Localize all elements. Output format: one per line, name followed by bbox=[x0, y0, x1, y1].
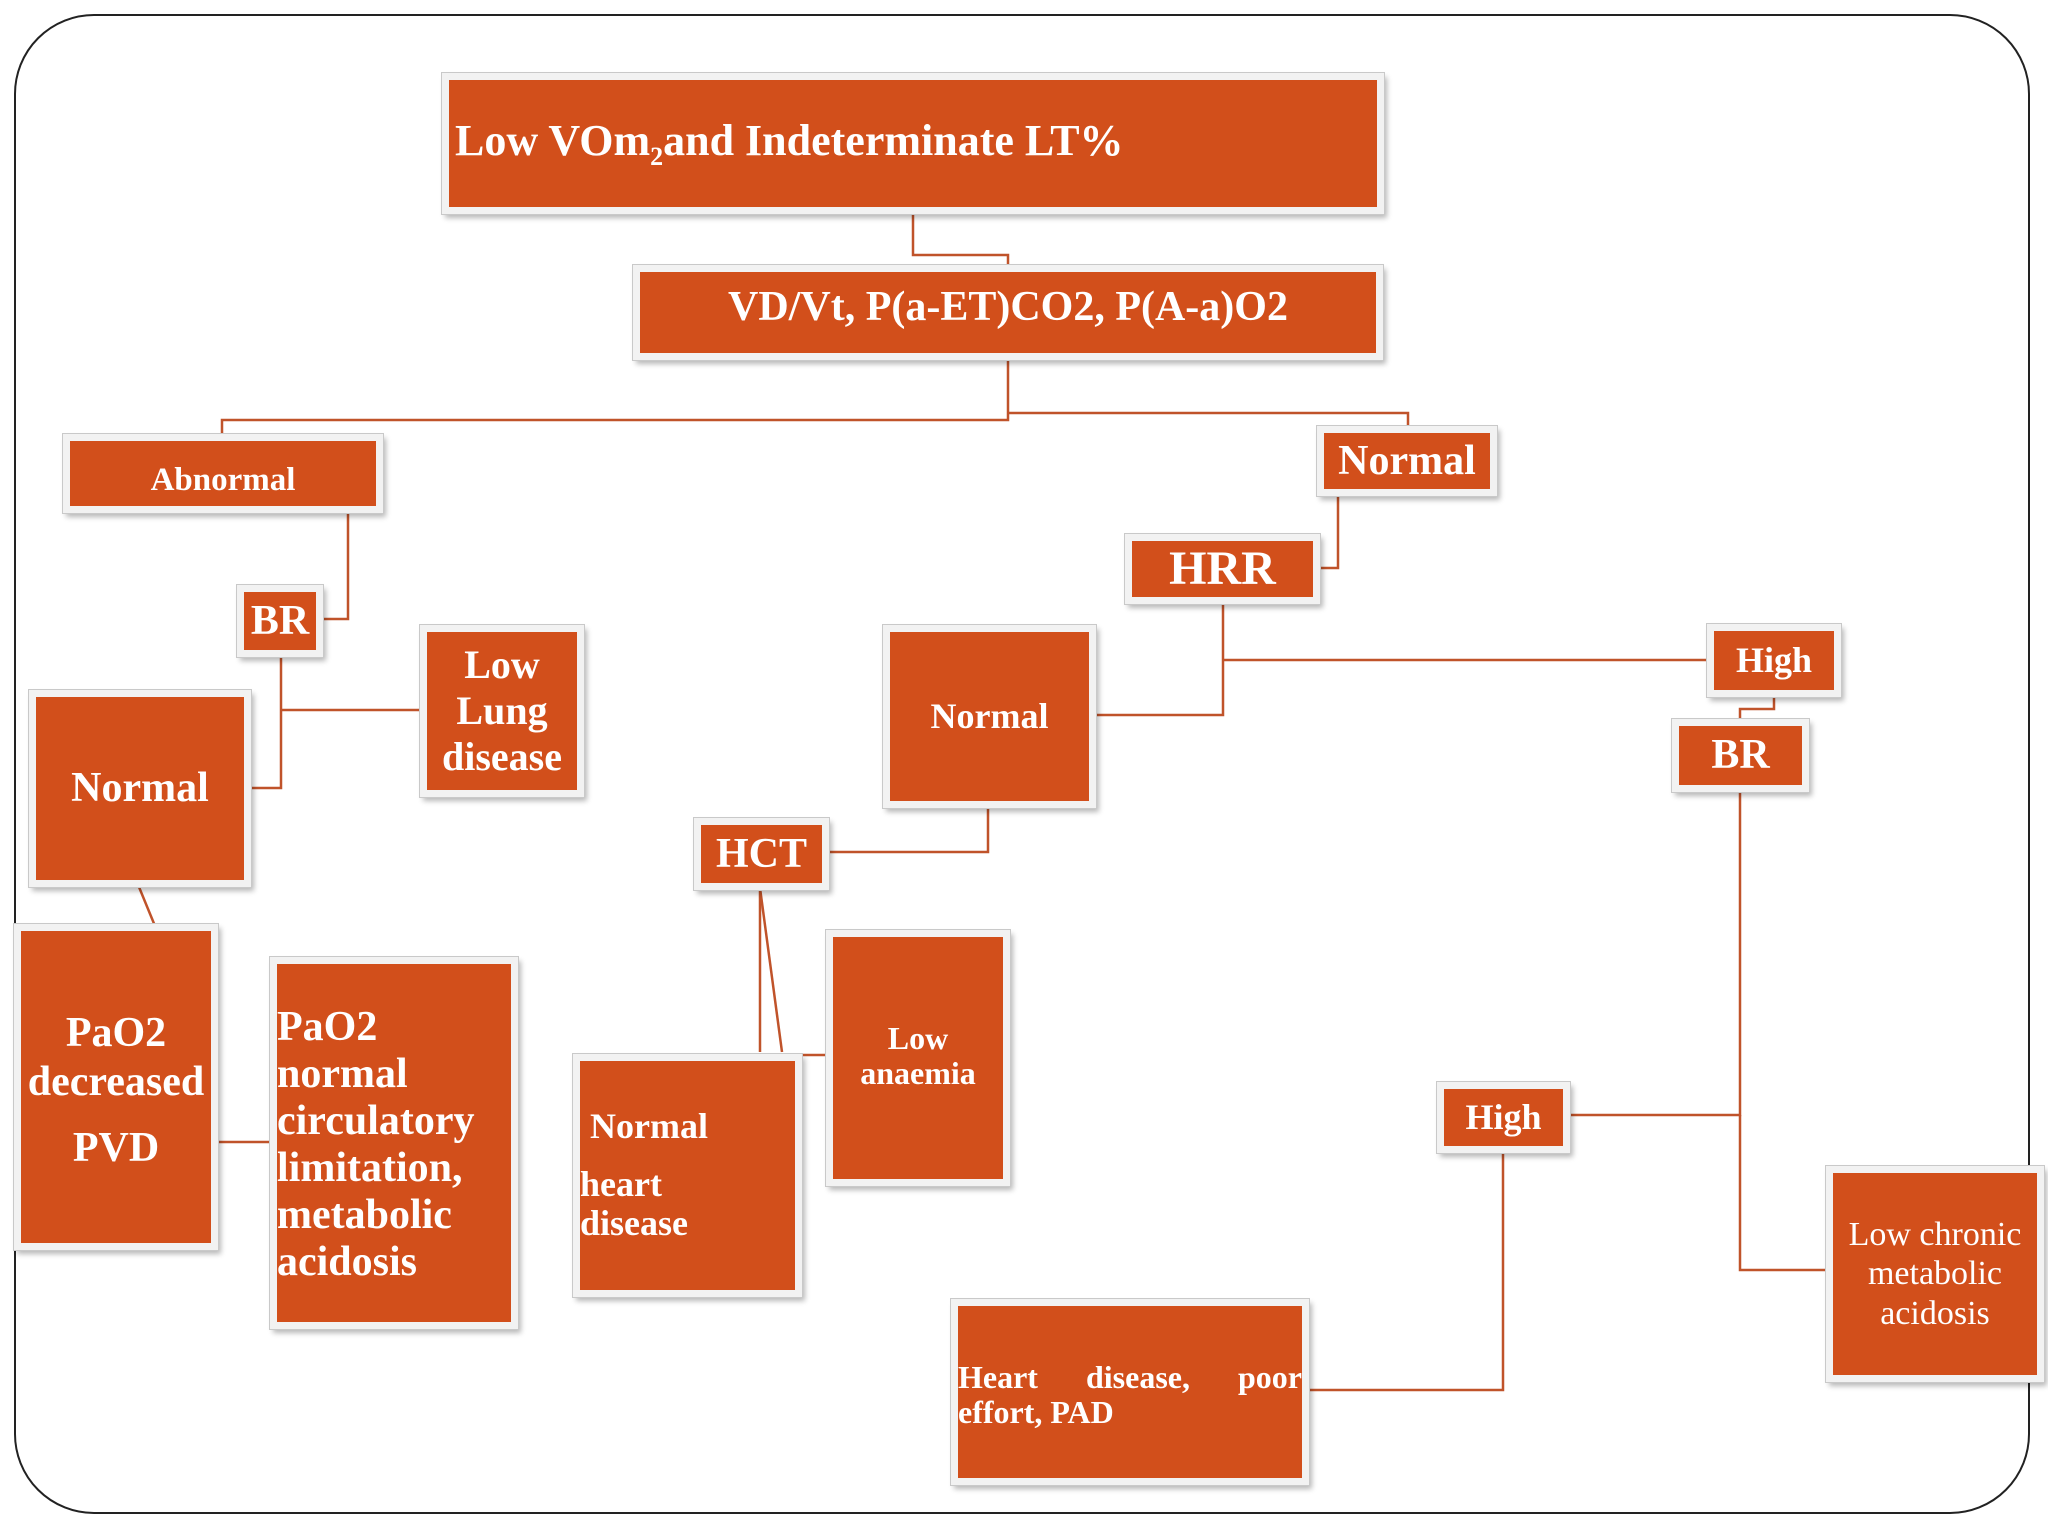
pao2-decreased-line3: PVD bbox=[72, 1124, 160, 1171]
br-left-text: BR bbox=[250, 597, 310, 644]
connector-measures-branches bbox=[220, 358, 1010, 436]
pao2-decreased-node: PaO2 decreased PVD bbox=[14, 924, 218, 1250]
pao2-normal-text: PaO2 normal circulatory limitation, meta… bbox=[277, 1004, 475, 1286]
hct-node: HCT bbox=[694, 818, 829, 890]
high-right-text: High bbox=[1735, 639, 1813, 680]
low-chronic-node: Low chronic metabolic acidosis bbox=[1826, 1166, 2044, 1382]
heart-poor-text: Heart disease, poor effort, PAD bbox=[958, 1359, 1302, 1431]
low-anaemia-text: Low anaemia bbox=[860, 1020, 976, 1092]
normal-left-text: Normal bbox=[71, 765, 209, 812]
connector-measures-normal bbox=[1008, 411, 1410, 428]
abnormal-node: Abnormal bbox=[63, 434, 383, 513]
hrr-text: HRR bbox=[1169, 542, 1276, 596]
br-right-text: BR bbox=[1711, 732, 1770, 779]
pao2-decreased-line2: decreased bbox=[27, 1059, 205, 1106]
normal-mid-node: Normal bbox=[883, 625, 1096, 808]
heart-poor-node: Heart disease, poor effort, PAD bbox=[951, 1299, 1309, 1485]
high-right-node: High bbox=[1707, 624, 1841, 697]
measures-node: VD/Vt, P(a-ET)CO2, P(A-a)O2 bbox=[633, 265, 1383, 360]
hct-text: HCT bbox=[715, 830, 807, 877]
normal-heart-line2: heart disease bbox=[580, 1163, 688, 1244]
low-chronic-text: Low chronic metabolic acidosis bbox=[1848, 1216, 2022, 1332]
br-left-node: BR bbox=[237, 585, 323, 657]
hrr-node: HRR bbox=[1125, 534, 1320, 604]
connector-normalmid-hct bbox=[826, 805, 990, 854]
measures-text: VD/Vt, P(a-ET)CO2, P(A-a)O2 bbox=[728, 284, 1288, 330]
normal-heart-node: Normal heart disease bbox=[573, 1054, 802, 1297]
high-lower-text: High bbox=[1465, 1096, 1542, 1137]
low-lung-text: Low Lung disease bbox=[442, 642, 562, 779]
title-text: Low VOm2and Indeterminate LT% bbox=[455, 116, 1124, 171]
abnormal-text: Abnormal bbox=[150, 461, 296, 498]
connector-high-heartpoor bbox=[1305, 1150, 1505, 1392]
normal-mid-text: Normal bbox=[930, 695, 1049, 736]
connector-br-lowchronic bbox=[1738, 1115, 1828, 1272]
normal-top-text: Normal bbox=[1338, 437, 1476, 484]
connector-normal-pao2 bbox=[137, 886, 157, 927]
normal-top-node: Normal bbox=[1317, 426, 1497, 496]
pao2-decreased-line1: PaO2 bbox=[65, 1009, 167, 1056]
connector-hrr-normalmid bbox=[1093, 600, 1225, 717]
low-lung-node: Low Lung disease bbox=[420, 625, 584, 797]
connector-hct-normalheart-diag bbox=[758, 887, 784, 1053]
connector-br-high-lower bbox=[1567, 789, 1742, 1117]
high-lower-node: High bbox=[1437, 1082, 1570, 1153]
normal-left-node: Normal bbox=[29, 690, 251, 887]
br-right-node: BR bbox=[1672, 719, 1809, 792]
connector-high-br bbox=[1738, 694, 1776, 722]
connector-title-measures bbox=[911, 212, 1010, 267]
title-node: Low VOm2and Indeterminate LT% bbox=[442, 73, 1384, 214]
low-anaemia-node: Low anaemia bbox=[826, 930, 1010, 1186]
normal-heart-line1: Normal bbox=[590, 1106, 708, 1146]
connector-normal-hrr bbox=[1318, 493, 1340, 570]
slide-frame bbox=[14, 14, 2030, 1514]
connector-br-normal bbox=[247, 655, 283, 790]
connector-abnormal-br bbox=[318, 510, 350, 621]
pao2-normal-node: PaO2 normal circulatory limitation, meta… bbox=[270, 957, 518, 1329]
